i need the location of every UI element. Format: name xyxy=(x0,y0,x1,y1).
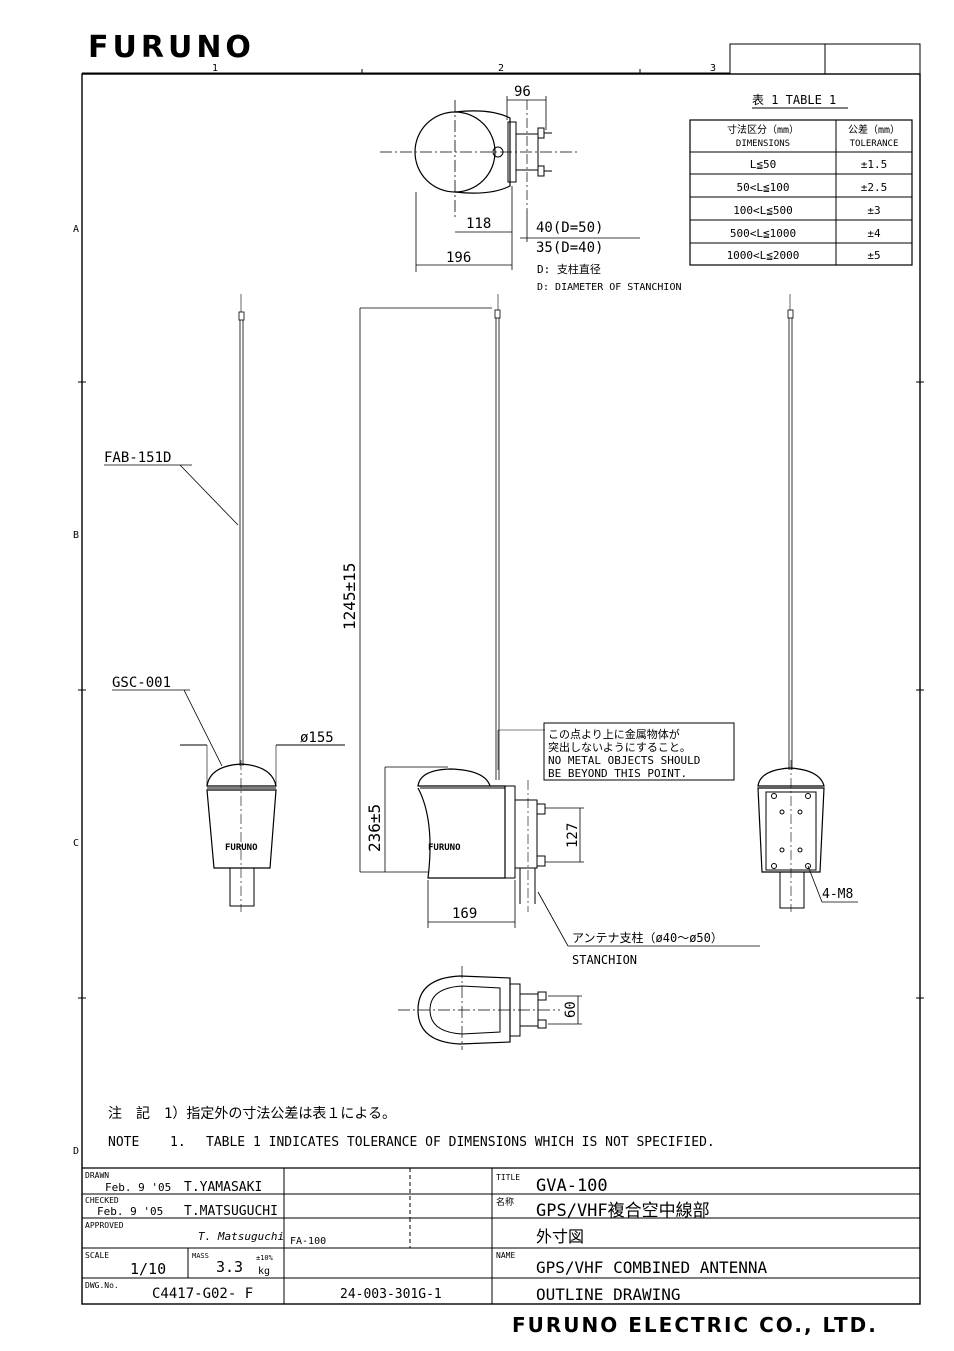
approved-signature: T. Matsuguchi xyxy=(198,1230,284,1243)
title-block xyxy=(82,1167,920,1304)
company-footer: FURUNO ELECTRIC CO., LTD. xyxy=(512,1313,878,1337)
grid-col-3: 3 xyxy=(710,63,716,74)
tolerance-table: 表 1 TABLE 1 寸法区分（mm） DIMENSIONS 公差（mm） T… xyxy=(689,93,913,266)
warning-line: 突出しないようにすること。 xyxy=(548,740,691,754)
checked-name: T.MATSUGUCHI xyxy=(184,1204,278,1219)
scale-label: SCALE xyxy=(85,1251,109,1260)
scale-value: 1/10 xyxy=(130,1260,166,1278)
dwg-label: DWG.No. xyxy=(85,1281,119,1290)
checked-date: Feb. 9 '05 xyxy=(97,1205,163,1218)
drawn-name: T.YAMASAKI xyxy=(184,1180,262,1195)
warning-line: この点より上に金属物体が xyxy=(548,727,680,741)
table-row-range: 1000<L≦2000 xyxy=(727,249,800,262)
name-label: NAME xyxy=(496,1251,515,1260)
table-header-tol-jp: 公差（mm） xyxy=(848,123,900,136)
label-cover: GSC-001 xyxy=(112,675,171,691)
center-view xyxy=(417,294,546,912)
body-mark-left: FURUNO xyxy=(225,843,258,853)
bottom-view xyxy=(398,966,582,1050)
note-en-num: 1. xyxy=(170,1135,186,1150)
warning-line: NO METAL OBJECTS SHOULD xyxy=(548,754,700,767)
left-view xyxy=(104,294,345,912)
note-en: TABLE 1 INDICATES TOLERANCE OF DIMENSION… xyxy=(206,1135,715,1150)
table-row-range: L≦50 xyxy=(750,158,777,171)
label-stanchion-en: STANCHION xyxy=(572,953,637,967)
grid-row-a: A xyxy=(73,224,79,235)
dim-118: 118 xyxy=(466,216,491,232)
table-row-range: 500<L≦1000 xyxy=(730,227,796,240)
furuno-logo: FURUNO xyxy=(88,30,255,65)
dim-60: 60 xyxy=(563,1001,579,1018)
top-view xyxy=(380,100,580,220)
title-label: TITLE xyxy=(496,1173,520,1182)
dim-169: 169 xyxy=(452,906,477,922)
table-title: 表 1 TABLE 1 xyxy=(752,93,836,107)
name-en-2: OUTLINE DRAWING xyxy=(536,1285,681,1304)
grid-row-c: C xyxy=(73,838,79,849)
note-jp: 注 記 1）指定外の寸法公差は表１による。 xyxy=(108,1105,396,1122)
dim-dia155: ø155 xyxy=(300,730,334,746)
grid-col-2: 2 xyxy=(498,63,504,74)
label-bolts: 4-M8 xyxy=(822,887,853,902)
name-jp: GPS/VHF複合空中線部 xyxy=(536,1201,710,1221)
label-stanchion-jp: アンテナ支柱（ø40～ø50） xyxy=(572,930,723,945)
body-mark-center: FURUNO xyxy=(428,843,461,853)
dim-height: 1245±15 xyxy=(340,563,359,630)
mass-unit: kg xyxy=(258,1266,270,1277)
drawn-date: Feb. 9 '05 xyxy=(105,1181,171,1194)
table-row-tol: ±2.5 xyxy=(861,181,888,194)
drawing-frame xyxy=(81,73,921,1305)
dim-base-height: 236±5 xyxy=(365,804,384,852)
ref-number: 24-003-301G-1 xyxy=(340,1287,442,1302)
name-jp-label: 名称 xyxy=(496,1196,514,1208)
note-d-jp: D: 支柱直径 xyxy=(537,262,601,276)
dim-40: 40(D=50) xyxy=(536,220,603,236)
grid-col-1: 1 xyxy=(212,63,218,74)
mass-tolerance: ±10% xyxy=(256,1254,274,1262)
name-jp-2: 外寸図 xyxy=(536,1227,584,1246)
title-value: GVA-100 xyxy=(536,1176,608,1196)
dim-127: 127 xyxy=(565,823,581,848)
table-header-tol-en: TOLERANCE xyxy=(850,139,899,149)
checked-label: CHECKED xyxy=(85,1196,119,1205)
note-d-en: D: DIAMETER OF STANCHION xyxy=(537,282,682,293)
warning-box xyxy=(543,722,735,781)
table-header-dim-en: DIMENSIONS xyxy=(736,139,790,149)
dim-96: 96 xyxy=(514,84,531,100)
table-row-tol: ±5 xyxy=(867,249,880,262)
table-header-dim-jp: 寸法区分（mm） xyxy=(727,123,799,136)
table-row-range: 50<L≦100 xyxy=(737,181,790,194)
model-ref: FA-100 xyxy=(290,1236,326,1247)
table-row-tol: ±4 xyxy=(867,227,881,240)
grid-row-d: D xyxy=(73,1146,79,1157)
table-row-range: 100<L≦500 xyxy=(733,204,793,217)
note-en-label: NOTE xyxy=(108,1135,139,1150)
grid-row-b: B xyxy=(73,530,79,541)
dwg-number: C4417-G02- F xyxy=(152,1286,253,1302)
dim-196: 196 xyxy=(446,250,471,266)
mass-value: 3.3 xyxy=(216,1258,243,1276)
warning-line: BE BEYOND THIS POINT. xyxy=(548,767,687,780)
drawn-label: DRAWN xyxy=(85,1171,109,1180)
name-en: GPS/VHF COMBINED ANTENNA xyxy=(536,1258,768,1277)
dim-35: 35(D=40) xyxy=(536,240,603,256)
approved-label: APPROVED xyxy=(85,1221,124,1230)
mass-label: MASS xyxy=(192,1252,209,1260)
table-row-tol: ±3 xyxy=(867,204,880,217)
label-whip: FAB-151D xyxy=(104,450,171,466)
table-row-tol: ±1.5 xyxy=(861,158,888,171)
right-view xyxy=(757,294,858,912)
